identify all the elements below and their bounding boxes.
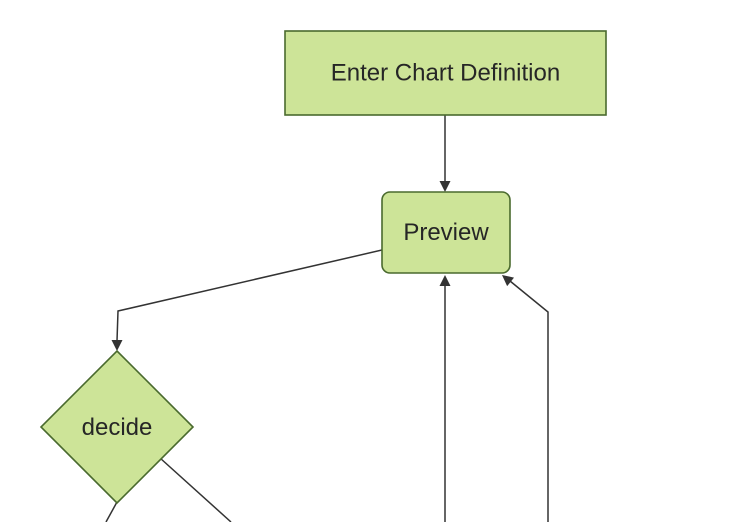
edge-offscreen-right-to-preview xyxy=(502,275,549,522)
edge-line-decide-offscreen-right xyxy=(159,457,232,522)
edge-line-decide-offscreen-left xyxy=(105,501,118,522)
edge-preview-to-decide xyxy=(111,249,383,351)
arrowhead-icon xyxy=(439,275,451,286)
node-decide-shape xyxy=(39,349,195,505)
node-preview-label: Preview xyxy=(403,219,489,246)
arrowhead-icon xyxy=(502,275,515,287)
node-enter-chart-definition: Enter Chart Definition xyxy=(284,30,607,116)
edge-line-offscreen-right-to-preview xyxy=(509,280,549,522)
edge-line-preview-to-decide xyxy=(116,249,383,342)
node-decide-label: decide xyxy=(82,414,153,441)
arrowhead-icon xyxy=(439,181,451,192)
edge-enter-to-preview xyxy=(439,115,451,192)
arrowhead-icon xyxy=(111,340,123,351)
node-enter-chart-definition-label: Enter Chart Definition xyxy=(331,60,560,87)
edge-decide-to-offscreen-left xyxy=(105,501,118,522)
node-preview-shape xyxy=(381,191,511,274)
node-enter-chart-definition-shape xyxy=(284,30,607,116)
node-preview: Preview xyxy=(381,191,511,274)
edge-offscreen-center-to-preview xyxy=(439,275,451,522)
edge-decide-to-offscreen-right xyxy=(159,457,232,522)
node-decide: decide xyxy=(39,349,195,505)
